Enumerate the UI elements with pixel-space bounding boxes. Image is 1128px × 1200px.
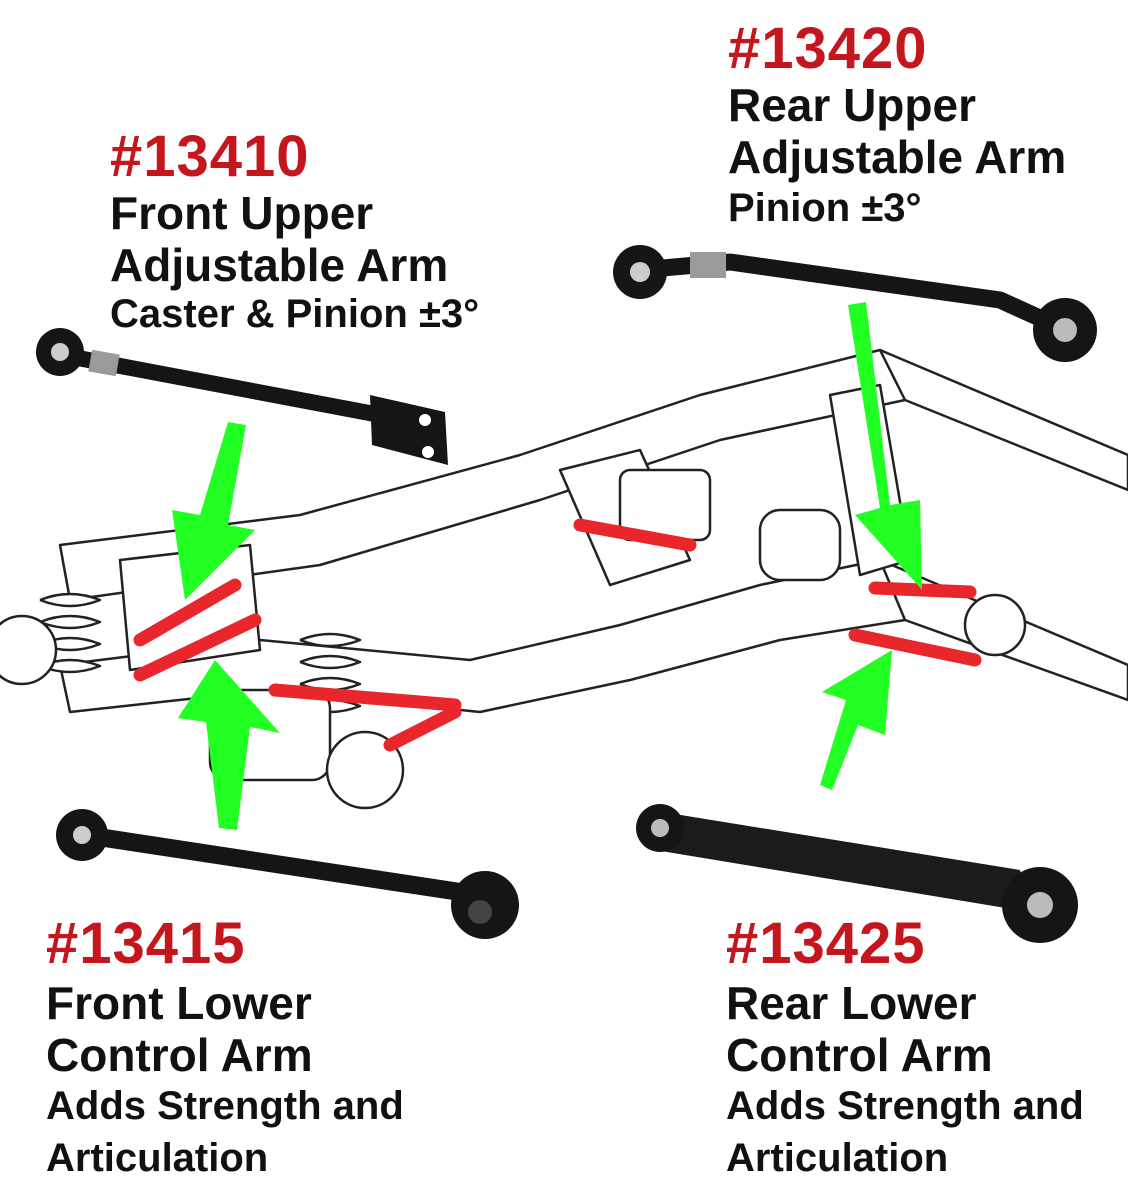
part-detail: Pinion ±3°	[728, 186, 922, 230]
rear-differential	[758, 508, 842, 582]
front-upper-arm-highlight	[133, 578, 242, 647]
part-name-line-1: Front Upper	[110, 187, 374, 239]
rear-lower-arm-highlight	[848, 628, 982, 667]
part-number-rear-lower: #13425	[726, 911, 926, 976]
mid-arm-highlight	[573, 518, 697, 552]
part-name-line-2: Adjustable Arm	[728, 131, 1067, 183]
rear-hub	[963, 593, 1027, 657]
rear-upper-arm-part	[613, 245, 1097, 362]
front-knuckle-left	[0, 614, 58, 686]
part-detail-line-2: Articulation	[46, 1136, 269, 1180]
front-upper-arm-highlight-2	[133, 613, 262, 682]
front-lower-arm-highlight	[268, 683, 462, 712]
highlighted-arms	[133, 518, 982, 752]
part-detail-line-1: Adds Strength and	[46, 1084, 404, 1128]
part-name-line-2: Control Arm	[46, 1029, 313, 1081]
part-name-line-1: Rear Upper	[728, 79, 976, 131]
front-knuckle-right	[325, 730, 405, 810]
green-arrow-icon	[848, 302, 922, 590]
green-arrow-icon	[178, 660, 280, 830]
green-arrows	[172, 302, 922, 830]
frame-rail-far-rear	[878, 348, 1128, 492]
part-detail-line-1: Adds Strength and	[726, 1084, 1084, 1128]
part-number-front-upper: #13410	[110, 124, 310, 189]
front-lower-arm-part	[56, 809, 519, 939]
rear-upper-arm-highlight	[868, 581, 977, 599]
part-name-line-2: Adjustable Arm	[110, 239, 449, 291]
green-arrow-icon	[820, 650, 892, 790]
front-lower-arm-highlight-2	[383, 705, 462, 752]
part-number-rear-upper: #13420	[728, 16, 928, 81]
part-detail-line-2: Articulation	[726, 1136, 949, 1180]
part-name-line-1: Front Lower	[46, 977, 312, 1029]
rear-lower-arm-part	[636, 804, 1078, 943]
part-name-line-1: Rear Lower	[726, 977, 977, 1029]
chassis-frame	[0, 348, 1128, 810]
part-detail: Caster & Pinion ±3°	[110, 292, 480, 336]
green-arrow-icon	[172, 422, 255, 600]
part-number-front-lower: #13415	[46, 911, 246, 976]
part-name-line-2: Control Arm	[726, 1029, 993, 1081]
front-upper-arm-part	[36, 328, 448, 465]
